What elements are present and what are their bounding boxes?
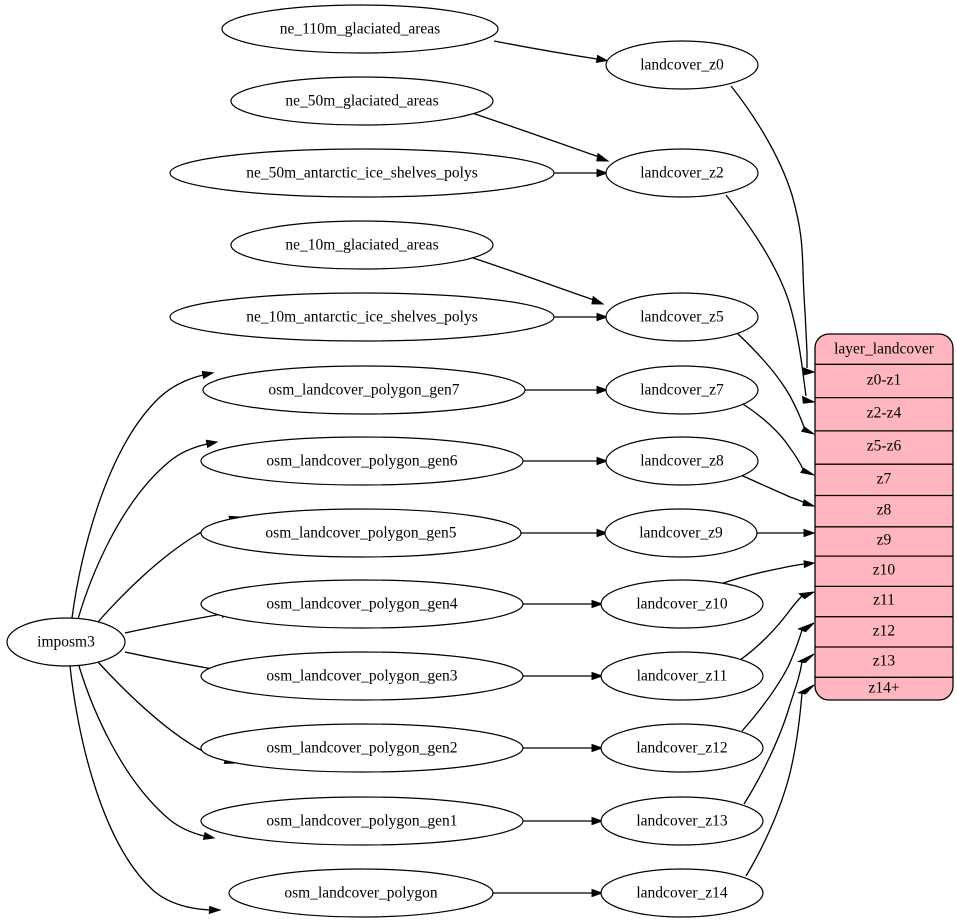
node-ne_10m_antarctic_ice_shelves_polys[interactable]: ne_10m_antarctic_ice_shelves_polys bbox=[169, 292, 555, 342]
edge-ne50m-ant-to-z2 bbox=[554, 168, 609, 178]
edge-gen6-to-z8 bbox=[522, 456, 609, 466]
record-row-z0-z1[interactable]: z0-z1 bbox=[867, 372, 901, 389]
node-osm_landcover_polygon_gen6-label: osm_landcover_polygon_gen6 bbox=[266, 453, 457, 470]
record-row-z8[interactable]: z8 bbox=[877, 502, 892, 519]
edge-z0-to-row-z0z1 bbox=[730, 85, 816, 376]
node-osm_landcover_polygon_gen1-label: osm_landcover_polygon_gen1 bbox=[266, 813, 457, 830]
edge-gen5-to-z9 bbox=[520, 528, 609, 538]
node-imposm3-label: imposm3 bbox=[37, 634, 95, 651]
edge-layer bbox=[69, 40, 816, 915]
edge-gen7-to-z7 bbox=[525, 385, 609, 395]
record-row-z5-z6[interactable]: z5-z6 bbox=[867, 438, 902, 455]
record-row-z7[interactable]: z7 bbox=[877, 471, 892, 488]
node-osm_landcover_polygon_gen4-label: osm_landcover_polygon_gen4 bbox=[266, 596, 457, 613]
node-osm_landcover_polygon_gen7-label: osm_landcover_polygon_gen7 bbox=[268, 382, 459, 399]
record-row-z11[interactable]: z11 bbox=[873, 592, 895, 609]
node-imposm3[interactable]: imposm3 bbox=[6, 617, 126, 667]
edge-ne110m-to-z0 bbox=[493, 40, 609, 64]
edge-gen2-to-z12 bbox=[522, 743, 604, 753]
node-ne_50m_antarctic_ice_shelves_polys[interactable]: ne_50m_antarctic_ice_shelves_polys bbox=[169, 148, 555, 198]
node-ne_50m_antarctic_ice_shelves_polys-label: ne_50m_antarctic_ice_shelves_polys bbox=[246, 165, 478, 182]
edge-z8-to-row-z8 bbox=[740, 474, 816, 507]
record-row-z10[interactable]: z10 bbox=[873, 562, 896, 579]
node-landcover_z12-label: landcover_z12 bbox=[636, 740, 727, 757]
node-landcover_z7[interactable]: landcover_z7 bbox=[605, 365, 759, 415]
node-landcover_z8[interactable]: landcover_z8 bbox=[605, 436, 759, 486]
record-row-z14plus[interactable]: z14+ bbox=[868, 680, 899, 697]
node-osm_landcover_polygon[interactable]: osm_landcover_polygon bbox=[228, 868, 494, 918]
edge-gen3-to-z11 bbox=[522, 671, 604, 681]
node-landcover_z10-label: landcover_z10 bbox=[636, 596, 727, 613]
node-landcover_z11-label: landcover_z11 bbox=[637, 668, 728, 685]
node-landcover_z0-label: landcover_z0 bbox=[640, 57, 724, 74]
edge-imposm3-to-polygon bbox=[69, 665, 222, 915]
node-osm_landcover_polygon_gen2-label: osm_landcover_polygon_gen2 bbox=[266, 740, 457, 757]
node-landcover_z10[interactable]: landcover_z10 bbox=[600, 579, 764, 629]
edge-gen4-to-z10 bbox=[522, 599, 604, 609]
edge-z2-to-row-z2z4 bbox=[725, 194, 816, 404]
node-landcover_z5-label: landcover_z5 bbox=[640, 309, 724, 326]
node-landcover_z2[interactable]: landcover_z2 bbox=[605, 148, 759, 198]
edge-imposm3-to-gen7 bbox=[71, 370, 215, 619]
node-landcover_z5[interactable]: landcover_z5 bbox=[605, 292, 759, 342]
node-landcover_z9-label: landcover_z9 bbox=[639, 525, 723, 542]
edge-z13-to-row-z13 bbox=[743, 653, 815, 805]
node-osm_landcover_polygon_gen5-label: osm_landcover_polygon_gen5 bbox=[265, 525, 456, 542]
node-ne_10m_glaciated_areas[interactable]: ne_10m_glaciated_areas bbox=[230, 220, 494, 270]
edge-gen1-to-z13 bbox=[522, 816, 604, 826]
edge-z7-to-row-z7 bbox=[742, 403, 815, 476]
edge-imposm3-to-gen1 bbox=[78, 665, 216, 840]
edge-z12-to-row-z12 bbox=[741, 622, 815, 732]
node-landcover_z12[interactable]: landcover_z12 bbox=[600, 723, 764, 773]
record-row-z2-z4[interactable]: z2-z4 bbox=[867, 405, 902, 422]
record-row-z12[interactable]: z12 bbox=[873, 623, 895, 640]
edge-ne10m-ant-to-z5 bbox=[554, 312, 609, 322]
node-osm_landcover_polygon_gen4[interactable]: osm_landcover_polygon_gen4 bbox=[200, 579, 524, 629]
edge-z11-to-row-z11 bbox=[739, 591, 815, 661]
record-row-z13[interactable]: z13 bbox=[873, 653, 896, 670]
edge-z14-to-row-z14 bbox=[745, 684, 815, 877]
edge-z5-to-row-z5z6 bbox=[736, 332, 815, 435]
node-landcover_z14-label: landcover_z14 bbox=[636, 885, 727, 902]
node-landcover_z13[interactable]: landcover_z13 bbox=[600, 796, 764, 846]
node-osm_landcover_polygon_gen1[interactable]: osm_landcover_polygon_gen1 bbox=[200, 796, 524, 846]
node-landcover_z13-label: landcover_z13 bbox=[636, 813, 727, 830]
node-osm_landcover_polygon_gen5[interactable]: osm_landcover_polygon_gen5 bbox=[200, 508, 522, 558]
node-landcover_z11[interactable]: landcover_z11 bbox=[600, 651, 764, 701]
node-landcover_z9[interactable]: landcover_z9 bbox=[604, 508, 758, 558]
node-landcover_z0[interactable]: landcover_z0 bbox=[605, 40, 759, 90]
record-row-z9[interactable]: z9 bbox=[877, 532, 892, 549]
node-landcover_z7-label: landcover_z7 bbox=[640, 382, 724, 399]
edge-imposm3-to-gen6 bbox=[77, 439, 219, 620]
node-osm_landcover_polygon_gen6[interactable]: osm_landcover_polygon_gen6 bbox=[200, 436, 524, 486]
node-landcover_z8-label: landcover_z8 bbox=[640, 453, 724, 470]
node-ne_10m_glaciated_areas-label: ne_10m_glaciated_areas bbox=[285, 237, 438, 254]
record-header-label: layer_landcover bbox=[834, 341, 935, 358]
node-landcover_z14[interactable]: landcover_z14 bbox=[600, 868, 764, 918]
node-landcover_z2-label: landcover_z2 bbox=[640, 165, 724, 182]
node-osm_landcover_polygon_gen2[interactable]: osm_landcover_polygon_gen2 bbox=[200, 723, 524, 773]
edge-polygon-to-z14 bbox=[492, 888, 604, 898]
edge-z9-to-row-z9 bbox=[755, 528, 816, 538]
edge-ne50m-glac-to-z2 bbox=[471, 112, 610, 162]
node-ne_50m_glaciated_areas[interactable]: ne_50m_glaciated_areas bbox=[230, 76, 494, 126]
node-ne_110m_glaciated_areas[interactable]: ne_110m_glaciated_areas bbox=[221, 4, 499, 54]
node-ne_10m_antarctic_ice_shelves_polys-label: ne_10m_antarctic_ice_shelves_polys bbox=[246, 309, 478, 326]
node-osm_landcover_polygon_gen3-label: osm_landcover_polygon_gen3 bbox=[266, 668, 457, 685]
edge-z10-to-row-z10 bbox=[717, 560, 816, 586]
node-osm_landcover_polygon_gen3[interactable]: osm_landcover_polygon_gen3 bbox=[200, 651, 524, 701]
node-osm_landcover_polygon-label: osm_landcover_polygon bbox=[284, 885, 438, 902]
record-layer-landcover[interactable]: layer_landcover z0-z1 z2-z4 z5-z6 z7 z8 … bbox=[814, 333, 954, 701]
node-osm_landcover_polygon_gen7[interactable]: osm_landcover_polygon_gen7 bbox=[202, 365, 526, 415]
node-ne_110m_glaciated_areas-label: ne_110m_glaciated_areas bbox=[280, 21, 440, 38]
node-ne_50m_glaciated_areas-label: ne_50m_glaciated_areas bbox=[285, 93, 438, 110]
edge-ne10m-glac-to-z5 bbox=[469, 256, 605, 305]
